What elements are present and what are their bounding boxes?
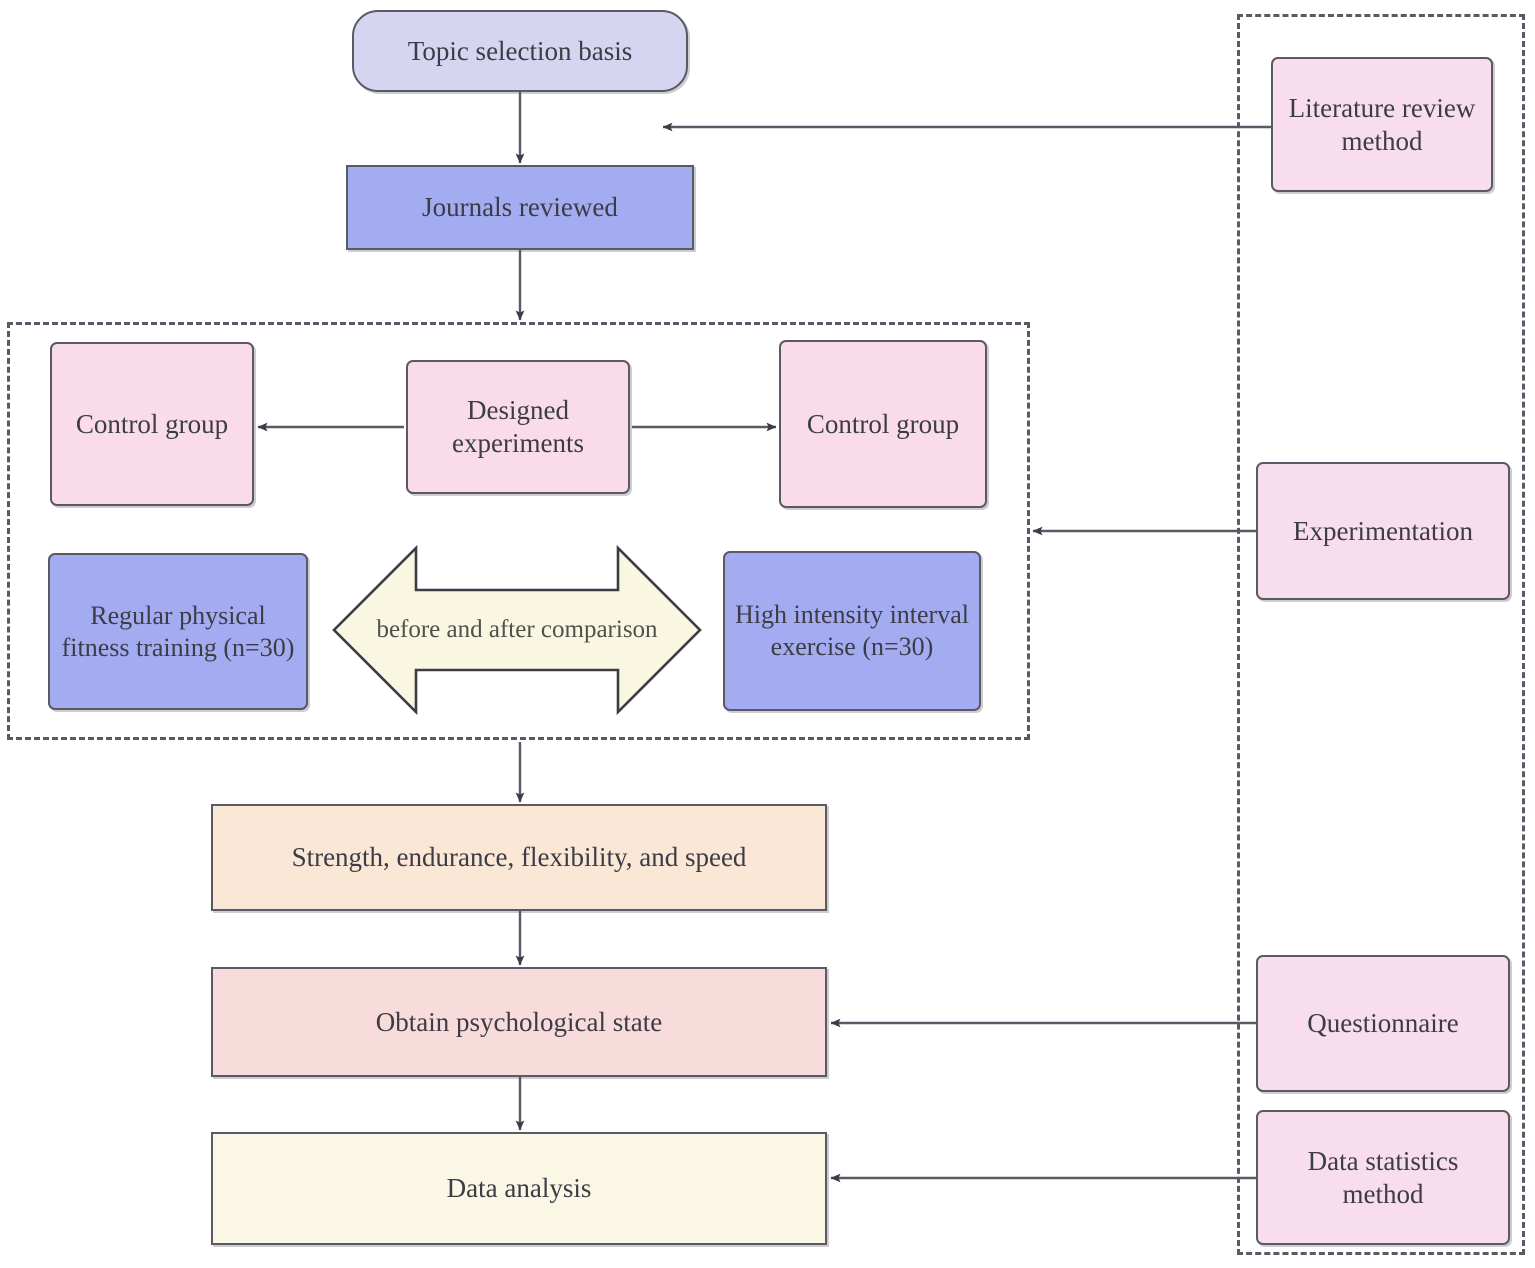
experiment-group-container <box>7 322 1030 740</box>
node-questionnaire[interactable]: Questionnaire <box>1256 955 1510 1092</box>
node-experimentation[interactable]: Experimentation <box>1256 462 1510 600</box>
double-arrow-icon <box>332 544 702 716</box>
node-regular-training-label: Regular physical fitness training (n=30) <box>61 600 295 662</box>
node-regular-training[interactable]: Regular physical fitness training (n=30) <box>48 553 308 710</box>
methods-group-container <box>1237 14 1525 1255</box>
node-topic-selection[interactable]: Topic selection basis <box>352 10 688 92</box>
node-control-group-left-label: Control group <box>75 408 229 439</box>
node-high-intensity-label: High intensity interval exercise (n=30) <box>735 600 969 661</box>
node-data-analysis[interactable]: Data analysis <box>211 1132 827 1245</box>
node-designed-experiments[interactable]: Designed experiments <box>406 360 630 494</box>
before-after-comparison-arrow <box>330 544 704 716</box>
node-questionnaire-label: Questionnaire <box>1307 1008 1459 1039</box>
node-control-group-left[interactable]: Control group <box>50 342 254 506</box>
node-experimentation-label: Experimentation <box>1293 515 1473 546</box>
node-literature-review[interactable]: Literature review method <box>1271 57 1493 192</box>
node-control-group-right[interactable]: Control group <box>779 340 987 508</box>
node-high-intensity[interactable]: High intensity interval exercise (n=30) <box>723 551 981 711</box>
node-journals-reviewed[interactable]: Journals reviewed <box>346 165 694 250</box>
node-outcomes-psychological-label: Obtain psychological state <box>375 1006 663 1037</box>
node-outcomes-physical-label: Strength, endurance, flexibility, and sp… <box>291 842 747 873</box>
node-journals-reviewed-label: Journals reviewed <box>422 192 618 223</box>
node-control-group-right-label: Control group <box>806 408 960 439</box>
node-topic-selection-label: Topic selection basis <box>407 35 633 66</box>
node-literature-review-label: Literature review method <box>1288 92 1476 156</box>
node-outcomes-physical[interactable]: Strength, endurance, flexibility, and sp… <box>211 804 827 911</box>
node-outcomes-psychological[interactable]: Obtain psychological state <box>211 967 827 1077</box>
node-data-statistics[interactable]: Data statistics method <box>1256 1110 1510 1245</box>
node-designed-experiments-label: Designed experiments <box>452 395 584 458</box>
before-after-comparison-label: before and after comparison <box>376 616 658 643</box>
node-data-analysis-label: Data analysis <box>446 1173 592 1204</box>
node-data-statistics-label: Data statistics method <box>1307 1145 1459 1209</box>
before-after-comparison-label-wrap: before and after comparison <box>340 604 694 656</box>
